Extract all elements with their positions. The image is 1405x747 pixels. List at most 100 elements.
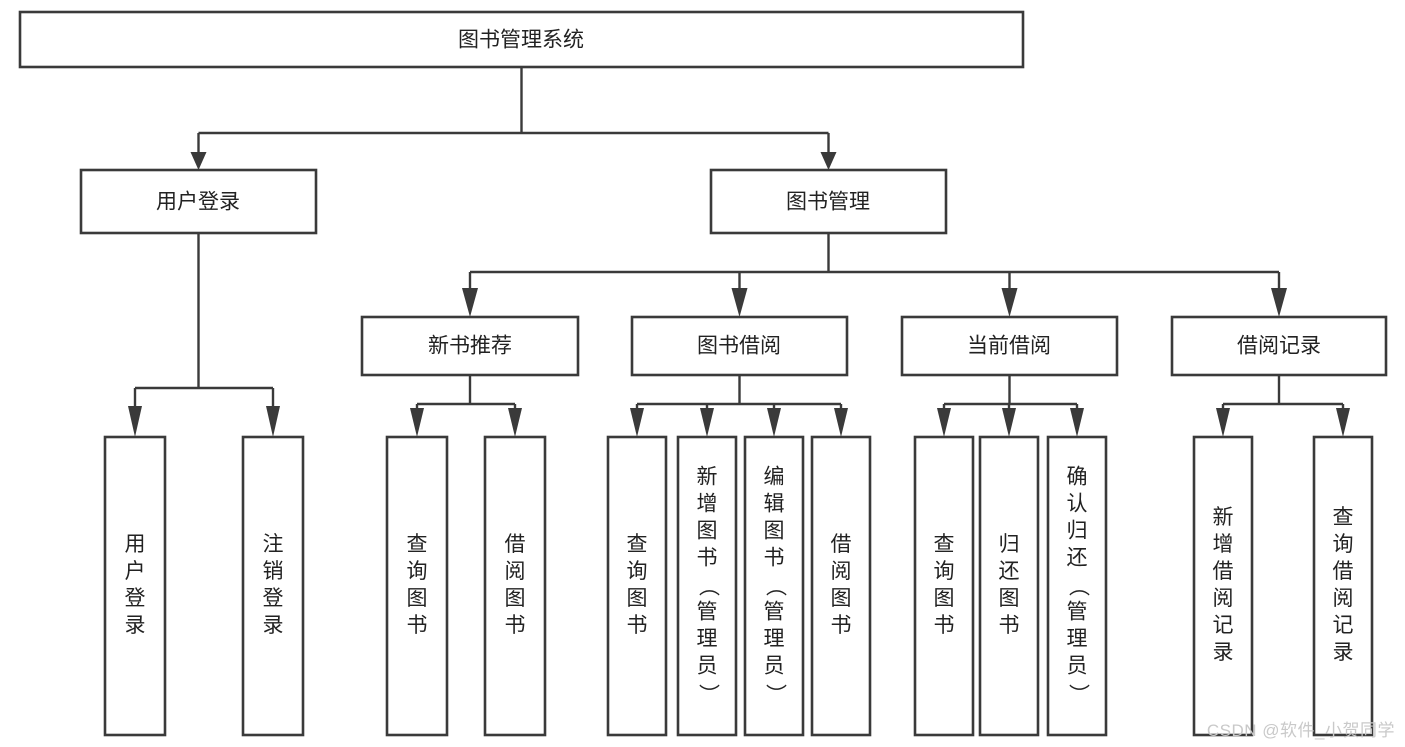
svg-text:阅: 阅 [1333, 587, 1354, 610]
node-leaf-query-book-3-box[interactable] [913, 435, 975, 737]
arrow-head-leaf-user-login [128, 406, 142, 437]
svg-text:管: 管 [764, 601, 785, 624]
svg-text:户: 户 [125, 560, 146, 583]
arrow-head-leaf-add-record [1216, 408, 1230, 437]
svg-text:图: 图 [627, 587, 648, 610]
leaf-text-layer: 用户登录注销登录查询图书借阅图书查询图书新增图书（管理员）编辑图书（管理员）借阅… [125, 466, 1354, 705]
node-leaf-borrow-book-1-box[interactable] [483, 435, 547, 737]
svg-text:询: 询 [627, 560, 648, 583]
node-leaf-return-book-box[interactable] [978, 435, 1040, 737]
node-book-borrow[interactable]: 图书借阅 [630, 315, 849, 377]
svg-text:询: 询 [934, 560, 955, 583]
svg-text:书: 书 [831, 614, 852, 637]
arrow-head-user-login [190, 152, 207, 170]
node-current-borrow[interactable]: 当前借阅 [900, 315, 1119, 377]
node-book-manage-box[interactable] [709, 168, 948, 235]
svg-text:借: 借 [1213, 560, 1234, 583]
arrow-head-leaf-borrow-book-2 [834, 408, 848, 437]
node-book-borrow-box[interactable] [630, 315, 849, 377]
svg-text:管: 管 [697, 601, 718, 624]
svg-text:辑: 辑 [764, 493, 785, 516]
svg-text:阅: 阅 [505, 560, 526, 583]
svg-text:记: 记 [1213, 614, 1234, 637]
node-leaf-query-book-1-box[interactable] [385, 435, 449, 737]
svg-text:书: 书 [999, 614, 1020, 637]
arrow-head-book-manage [820, 152, 837, 170]
svg-text:图: 图 [934, 587, 955, 610]
arrow-head-leaf-query-book-2 [630, 408, 644, 437]
node-user-login-box[interactable] [79, 168, 318, 235]
svg-text:员: 员 [697, 655, 718, 678]
arrow-head-leaf-return-book [1002, 408, 1016, 437]
arrow-head-leaf-confirm-return [1070, 408, 1084, 437]
svg-text:（: （ [1066, 576, 1089, 597]
arrow-head-leaf-borrow-book-1 [508, 408, 522, 437]
node-current-borrow-box[interactable] [900, 315, 1119, 377]
svg-text:注: 注 [263, 533, 284, 556]
svg-text:用: 用 [125, 533, 146, 556]
svg-text:确: 确 [1067, 466, 1088, 489]
svg-text:录: 录 [125, 614, 146, 637]
svg-text:理: 理 [1067, 628, 1088, 651]
svg-text:查: 查 [627, 533, 648, 556]
node-user-login[interactable]: 用户登录 [79, 168, 318, 235]
node-leaf-add-record-box[interactable] [1192, 435, 1254, 737]
node-leaf-borrow-book-2-box[interactable] [810, 435, 872, 737]
svg-text:员: 员 [1067, 655, 1088, 678]
svg-text:图: 图 [407, 587, 428, 610]
node-leaf-user-login-box[interactable] [103, 435, 167, 737]
svg-text:书: 书 [407, 614, 428, 637]
svg-text:员: 员 [764, 655, 785, 678]
svg-text:编: 编 [764, 466, 785, 489]
node-root-label: 图书管理系统 [458, 29, 584, 52]
node-new-book-recommend[interactable]: 新书推荐 [360, 315, 580, 377]
node-leaf-confirm-return-box[interactable] [1046, 435, 1108, 737]
svg-text:新: 新 [1213, 506, 1234, 529]
svg-text:询: 询 [407, 560, 428, 583]
node-leaf-query-record-box[interactable] [1312, 435, 1374, 737]
arrow-head-leaf-edit-book [767, 408, 781, 437]
node-leaf-add-book-box[interactable] [676, 435, 738, 737]
svg-text:管: 管 [1067, 601, 1088, 624]
svg-text:查: 查 [1333, 506, 1354, 529]
node-leaf-edit-book-box[interactable] [743, 435, 805, 737]
svg-text:理: 理 [697, 628, 718, 651]
connector-layer [128, 67, 1350, 437]
node-root[interactable]: 图书管理系统 [18, 10, 1025, 69]
arrow-head-leaf-query-book-3 [937, 408, 951, 437]
svg-text:图: 图 [697, 520, 718, 543]
svg-text:（: （ [696, 576, 719, 597]
node-new-book-recommend-box[interactable] [360, 315, 580, 377]
node-book-manage[interactable]: 图书管理 [709, 168, 948, 235]
arrow-head-current-borrow [1001, 288, 1018, 317]
svg-text:查: 查 [934, 533, 955, 556]
node-borrow-record-box[interactable] [1170, 315, 1388, 377]
svg-text:归: 归 [1067, 520, 1088, 543]
arrow-head-borrow-record [1271, 288, 1287, 317]
node-leaf-logout-box[interactable] [241, 435, 305, 737]
svg-text:书: 书 [627, 614, 648, 637]
svg-text:阅: 阅 [1213, 587, 1234, 610]
svg-text:）: ） [763, 684, 786, 705]
svg-text:借: 借 [831, 533, 852, 556]
node-borrow-record[interactable]: 借阅记录 [1170, 315, 1388, 377]
svg-text:登: 登 [125, 587, 146, 610]
svg-text:归: 归 [999, 533, 1020, 556]
svg-text:图: 图 [999, 587, 1020, 610]
node-leaf-query-book-2-box[interactable] [606, 435, 668, 737]
svg-text:记: 记 [1333, 614, 1354, 637]
svg-text:（: （ [763, 576, 786, 597]
svg-text:询: 询 [1333, 533, 1354, 556]
svg-text:图: 图 [831, 587, 852, 610]
svg-text:图: 图 [505, 587, 526, 610]
svg-text:借: 借 [1333, 560, 1354, 583]
svg-text:书: 书 [505, 614, 526, 637]
node-root-box[interactable] [18, 10, 1025, 69]
